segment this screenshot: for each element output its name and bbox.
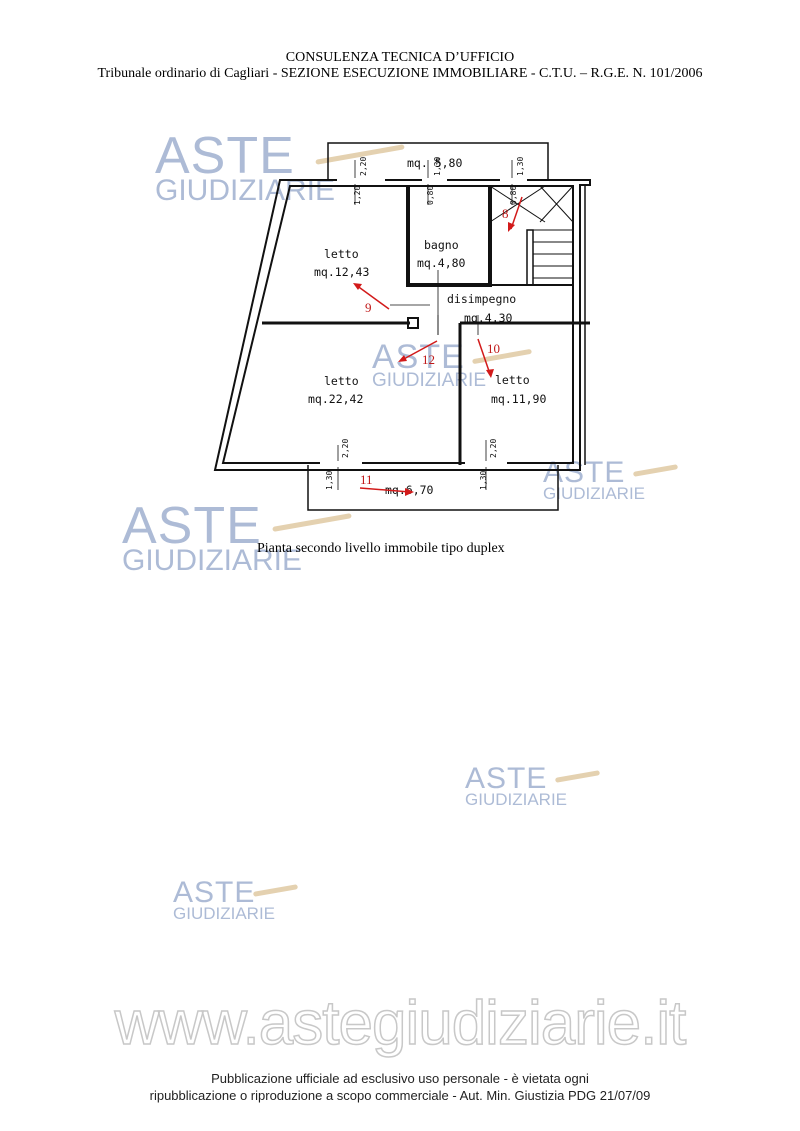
room-area: mq.4,80 bbox=[417, 256, 466, 270]
svg-text:0,80: 0,80 bbox=[426, 186, 435, 205]
svg-text:1,30: 1,30 bbox=[516, 157, 525, 176]
inner-wall-outline bbox=[221, 185, 574, 464]
svg-text:1,30: 1,30 bbox=[479, 471, 488, 490]
outer-wall-outline bbox=[213, 179, 591, 471]
room-name: letto bbox=[324, 247, 359, 261]
bagno-walls bbox=[406, 186, 492, 287]
svg-text:1,30: 1,30 bbox=[433, 157, 442, 176]
photo-marker-8: 8 bbox=[502, 206, 509, 221]
footer-line-2: ripubblicazione o riproduzione a scopo c… bbox=[149, 1088, 651, 1103]
header-subtitle: Tribunale ordinario di Cagliari - SEZION… bbox=[97, 66, 703, 81]
plan-caption: Pianta secondo livello immobile tipo dup… bbox=[257, 541, 505, 556]
photo-marker-12: 12 bbox=[422, 352, 435, 367]
room-area: mq.11,90 bbox=[491, 392, 546, 406]
balcony-top-area: mq. 5,80 bbox=[407, 156, 462, 170]
watermark-site: www.astegiudiziarie.it bbox=[114, 988, 687, 1059]
svg-text:1,20: 1,20 bbox=[353, 186, 362, 205]
balcony-bottom bbox=[307, 465, 559, 511]
room-area: mq.22,42 bbox=[308, 392, 363, 406]
room-area: mq.12,43 bbox=[314, 265, 369, 279]
photo-marker-11: 11 bbox=[360, 472, 373, 487]
photo-marker-9: 9 bbox=[365, 300, 372, 315]
header-title: CONSULENZA TECNICA D’UFFICIO bbox=[285, 50, 515, 65]
room-name: disimpegno bbox=[447, 292, 516, 306]
svg-text:2,20: 2,20 bbox=[489, 439, 498, 458]
svg-text:1,30: 1,30 bbox=[325, 471, 334, 490]
balcony-top bbox=[327, 142, 549, 180]
svg-text:0,80: 0,80 bbox=[509, 186, 518, 205]
room-name: letto bbox=[495, 373, 530, 387]
room-name: bagno bbox=[424, 238, 459, 252]
photo-marker-10: 10 bbox=[487, 341, 500, 356]
footer-line-1: Pubblicazione ufficiale ad esclusivo uso… bbox=[211, 1071, 589, 1086]
room-name: letto bbox=[324, 374, 359, 388]
svg-text:2,20: 2,20 bbox=[341, 439, 350, 458]
room-area: mq.4,30 bbox=[464, 311, 513, 325]
svg-text:2,20: 2,20 bbox=[359, 157, 368, 176]
